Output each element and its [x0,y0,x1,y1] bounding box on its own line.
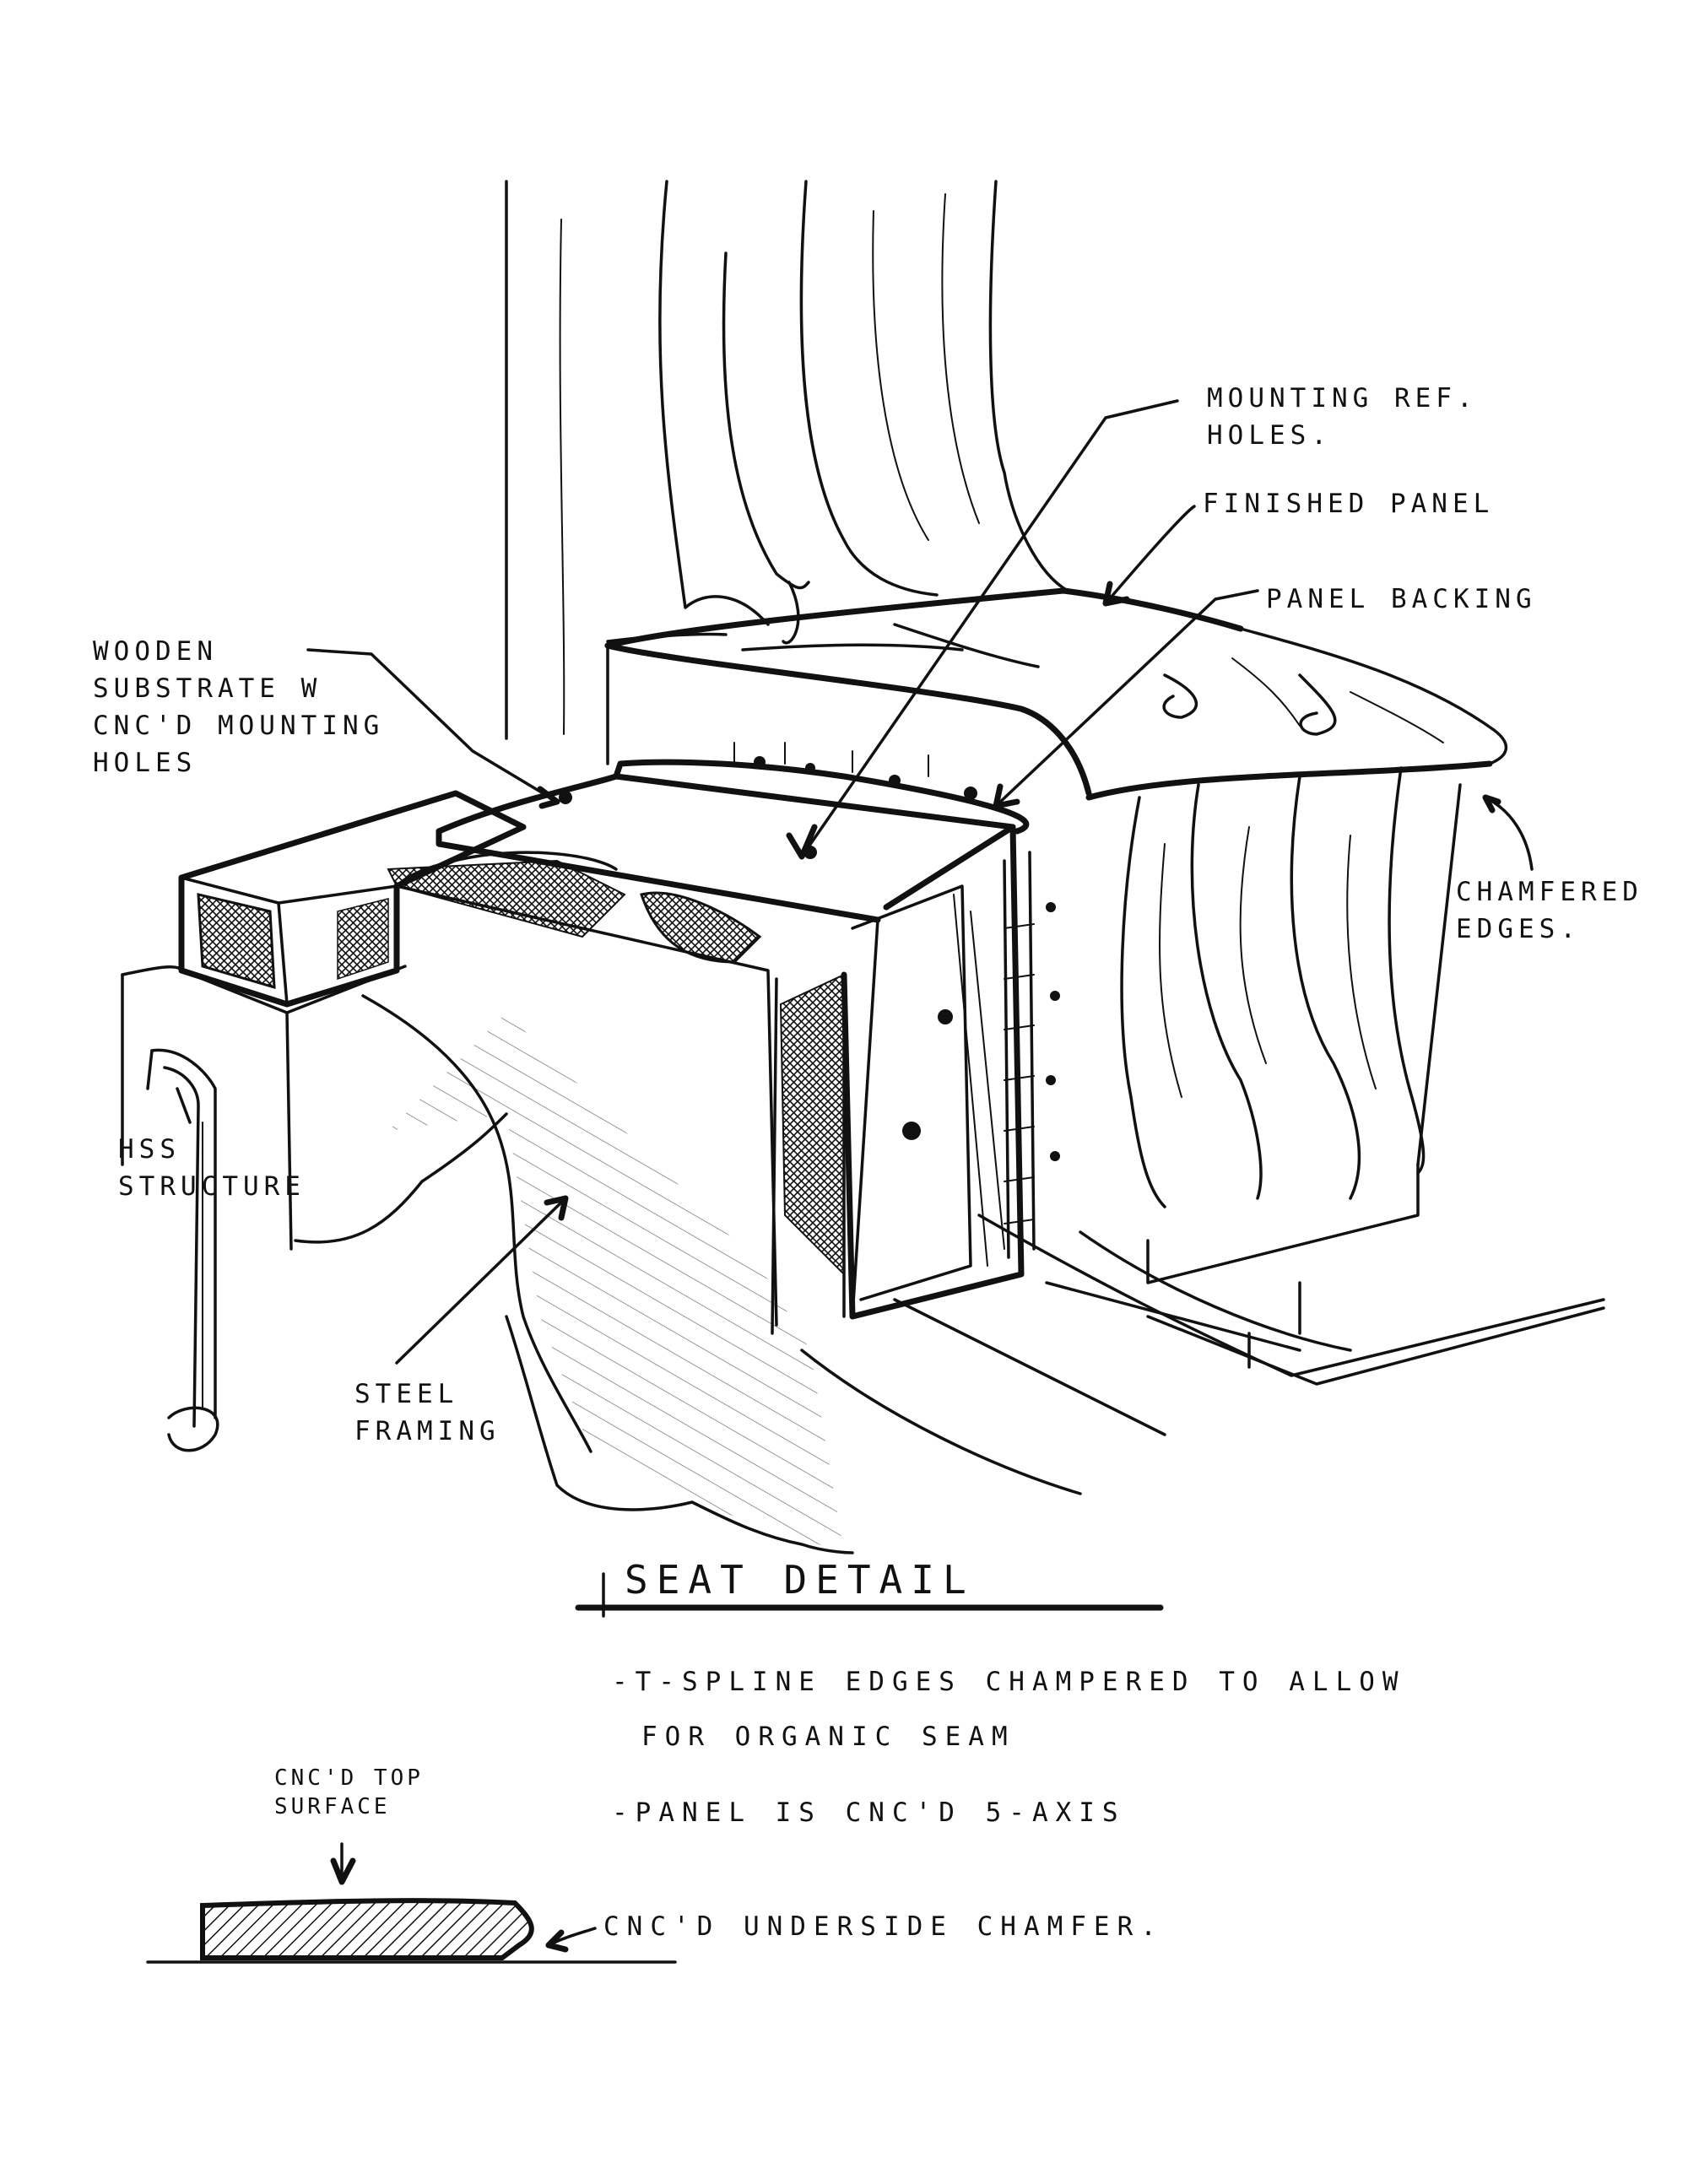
leader-lines [176,399,1534,1365]
section-detail [146,1842,677,1964]
label-chamfered-edges: CHAMFERED EDGES. [1456,877,1643,944]
wall-drape [505,180,1069,740]
label-finished-panel: FINISHED PANEL [1203,489,1495,519]
label-cnc-underside-chamfer: CNC'D UNDERSIDE CHAMFER. [603,1911,1164,1942]
note-tspline-line1: -T-SPLINE EDGES CHAMPERED TO ALLOW [612,1667,1406,1697]
label-hss-structure: HSS STRUCTURE [118,1134,306,1202]
finished-panel [604,587,1508,1208]
steel-framing [121,965,854,1554]
label-panel-backing: PANEL BACKING [1266,584,1537,614]
note-panel-cnc: -PANEL IS CNC'D 5-AXIS [612,1797,1126,1828]
label-steel-framing: STEEL FRAMING [354,1379,500,1446]
seat-box [387,742,1060,1335]
note-tspline-line2: FOR ORGANIC SEAM [641,1722,1015,1752]
label-wooden-substrate: WOODEN SUBSTRATE W CNC'D MOUNTING HOLES [93,636,385,778]
label-cnc-top-surface: CNC'D TOP SURFACE [274,1765,424,1819]
title-rule [575,1572,1164,1618]
floor-grid [800,1163,1605,1495]
drawing-title: SEAT DETAIL [625,1557,975,1603]
label-mounting-ref-holes: MOUNTING REF. HOLES. [1207,383,1478,451]
